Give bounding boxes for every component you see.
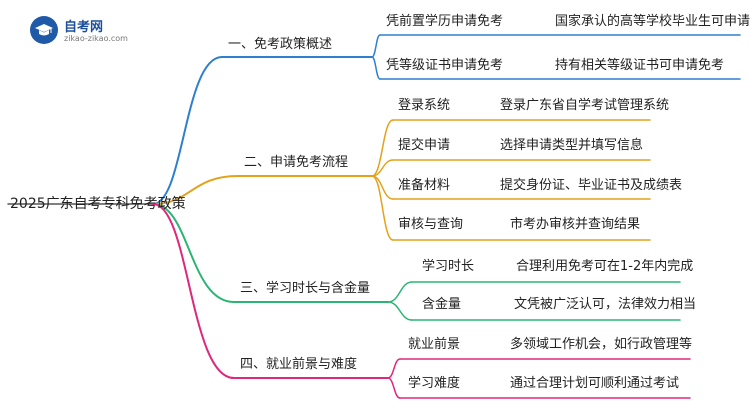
branch-label: 一、免考政策概述 <box>228 37 333 52</box>
branch-label: 二、申请免考流程 <box>244 155 349 170</box>
subtopic-connector <box>387 358 401 379</box>
subtopic-label: 凭等级证书申请免考 <box>386 58 504 73</box>
branch-connector <box>152 56 223 205</box>
subtopic-connector <box>371 56 381 80</box>
subtopic-detail: 登录广东省自学考试管理系统 <box>500 98 670 113</box>
subtopic-detail: 持有相关等级证书可申请免考 <box>555 58 725 73</box>
subtopic-label: 准备材料 <box>398 178 451 193</box>
subtopic-label: 学习时长 <box>422 259 475 274</box>
subtopic-connector <box>371 159 394 177</box>
subtopic-connector <box>371 119 394 177</box>
root-topic: 2025广东自考专科免考政策 <box>10 196 186 212</box>
subtopic-detail: 合理利用免考可在1-2年内完成 <box>516 259 694 274</box>
subtopic-detail: 国家承认的高等学校毕业生可申请免考 <box>555 14 750 29</box>
branch-connector <box>152 175 239 205</box>
subtopic-connector <box>371 34 381 58</box>
subtopic-label: 学习难度 <box>408 376 461 391</box>
subtopic-connector <box>387 301 413 321</box>
subtopic-label: 凭前置学历申请免考 <box>386 14 504 29</box>
site-logo: 自考网 zikao-zikao.com <box>30 14 145 50</box>
branch-connector <box>152 203 235 303</box>
branch-label: 三、学习时长与含金量 <box>240 281 371 296</box>
subtopic-detail: 市考办审核并查询结果 <box>510 217 641 232</box>
subtopic-connector <box>387 377 401 399</box>
subtopic-connector <box>387 281 413 303</box>
logo-title: 自考网 <box>64 20 104 35</box>
subtopic-detail: 文凭被广泛认可，法律效力相当 <box>514 297 697 312</box>
subtopic-label: 提交申请 <box>398 138 451 153</box>
subtopic-connector <box>371 175 394 241</box>
subtopic-label: 审核与查询 <box>398 217 464 232</box>
subtopic-detail: 多领域工作机会，如行政管理等 <box>510 337 693 352</box>
subtopic-label: 含金量 <box>422 297 462 312</box>
subtopic-detail: 通过合理计划可顺利通过考试 <box>510 376 680 391</box>
subtopic-label: 就业前景 <box>408 337 461 352</box>
subtopic-label: 登录系统 <box>398 98 451 113</box>
graduation-cap-icon <box>35 24 53 36</box>
logo-subtitle: zikao-zikao.com <box>64 34 128 43</box>
branch-connector <box>152 203 235 379</box>
logo-badge-icon <box>30 16 58 44</box>
subtopic-detail: 选择申请类型并填写信息 <box>500 138 644 153</box>
subtopic-detail: 提交身份证、毕业证书及成绩表 <box>500 178 683 193</box>
branch-label: 四、就业前景与难度 <box>240 357 358 372</box>
